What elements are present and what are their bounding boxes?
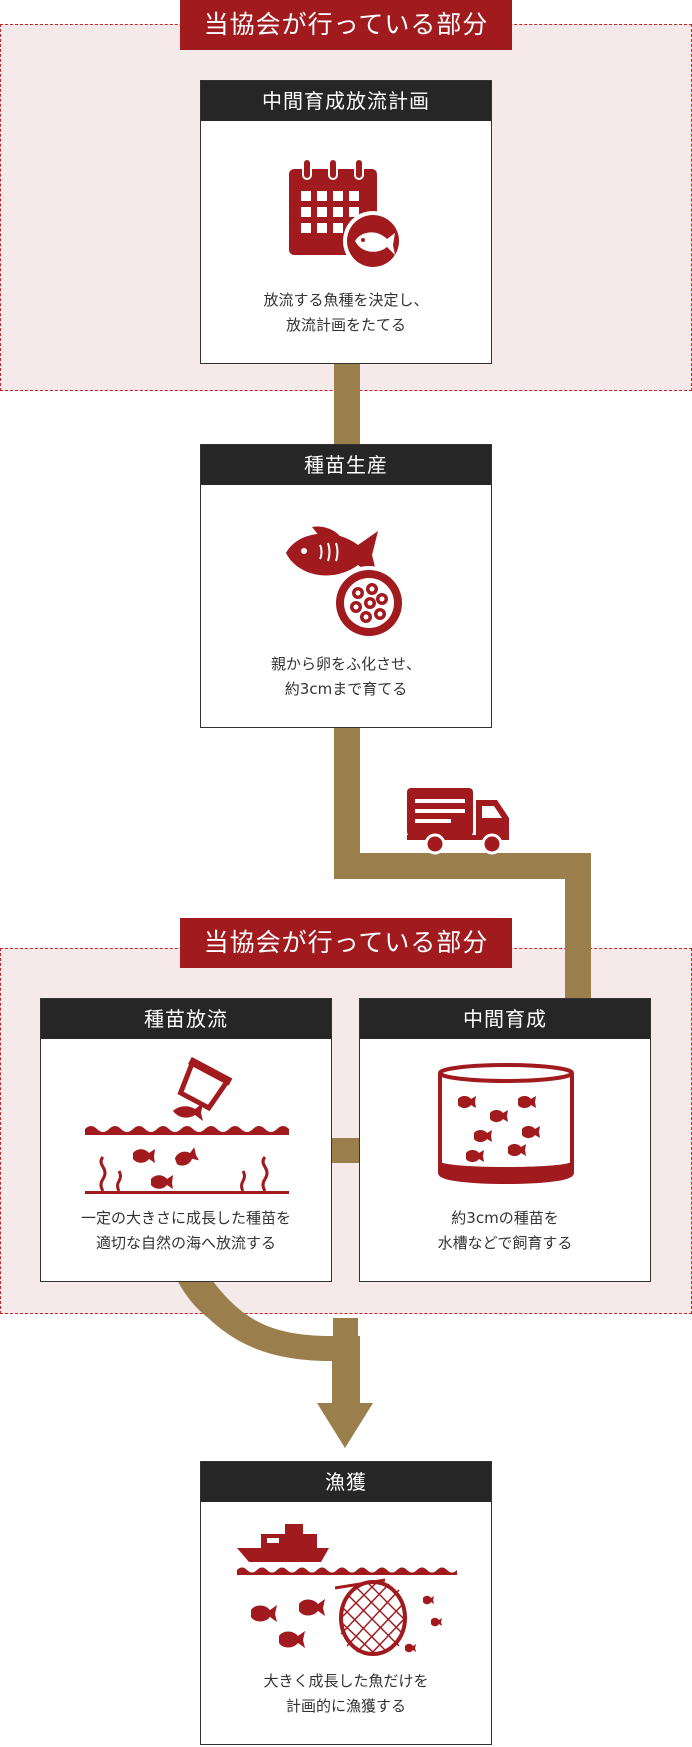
card-desc-line1: 親から卵をふ化させ、 <box>270 655 421 673</box>
zone-label-bottom: 当協会が行っている部分 <box>180 918 512 968</box>
flow-seed-to-nursery-down <box>334 726 360 878</box>
card-nursery: 中間育成 約3cmの種苗を 水槽などで飼育する <box>359 998 651 1282</box>
card-desc-line1: 一定の大きさに成長した種苗を <box>80 1209 291 1227</box>
card-desc-line2: 放流計画をたてる <box>285 316 406 334</box>
card-release-plan: 中間育成放流計画 放流する魚種を決定し、 放流計画をたてる <box>200 80 492 364</box>
card-seed-production: 種苗生産 親から卵をふ化させ、 約3cmまで育てる <box>200 444 492 728</box>
card-catch: 漁獲 大きく成長した魚だけを 計画的に漁獲する <box>200 1461 492 1745</box>
card-desc-line2: 計画的に漁獲する <box>285 1697 406 1715</box>
card-desc-line1: 約3cmの種苗を <box>451 1209 559 1227</box>
fishing-net-icon <box>237 1524 457 1656</box>
flow-seed-to-nursery-up <box>565 853 591 998</box>
calendar-fish-icon <box>289 159 403 271</box>
flow-plan-to-seed <box>334 362 360 446</box>
flow-nursery-to-release <box>330 1138 360 1163</box>
flow-seed-to-nursery-across <box>334 853 591 879</box>
fish-tank-icon <box>438 1063 574 1184</box>
truck-icon <box>407 788 509 855</box>
card-title: 中間育成 <box>360 999 650 1039</box>
card-seed-release: 種苗放流 一定の大きさに成長した種苗を 適切な自然の海へ放流する <box>40 998 332 1282</box>
card-desc-line1: 大きく成長した魚だけを <box>263 1672 429 1690</box>
card-title: 種苗放流 <box>41 999 331 1039</box>
card-title: 中間育成放流計画 <box>201 81 491 121</box>
fish-eggs-icon <box>286 526 406 640</box>
card-desc-line1: 放流する魚種を決定し、 <box>263 291 429 309</box>
card-desc-line2: 水槽などで飼育する <box>437 1234 573 1252</box>
release-sea-icon <box>85 1057 289 1194</box>
card-desc-line2: 適切な自然の海へ放流する <box>95 1234 276 1252</box>
zone-label-top: 当協会が行っている部分 <box>180 0 512 50</box>
card-title: 漁獲 <box>201 1462 491 1502</box>
card-desc-line2: 約3cmまで育てる <box>284 680 408 698</box>
card-title: 種苗生産 <box>201 445 491 485</box>
